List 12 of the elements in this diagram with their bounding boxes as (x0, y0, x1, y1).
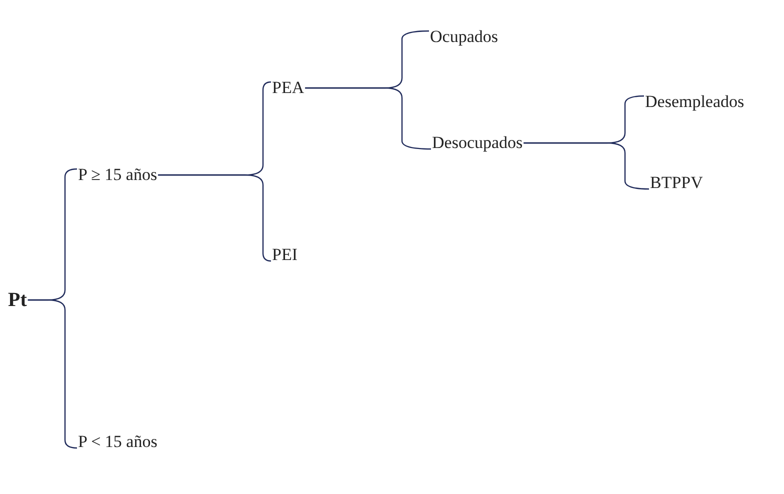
category-label: Desocupados (432, 133, 523, 153)
category-label: Pt (8, 290, 27, 310)
curly-brace (524, 142, 649, 190)
category-label: BTPPV (650, 173, 703, 193)
category-label: P ≥ 15 años (78, 165, 158, 185)
curly-brace (305, 87, 431, 150)
category-label: P < 15 años (78, 432, 158, 452)
category-label: PEI (272, 245, 298, 265)
category-label: Ocupados (430, 27, 498, 47)
category-label: PEA (272, 78, 304, 98)
category-label: Desempleados (645, 92, 744, 112)
curly-brace (158, 174, 272, 262)
